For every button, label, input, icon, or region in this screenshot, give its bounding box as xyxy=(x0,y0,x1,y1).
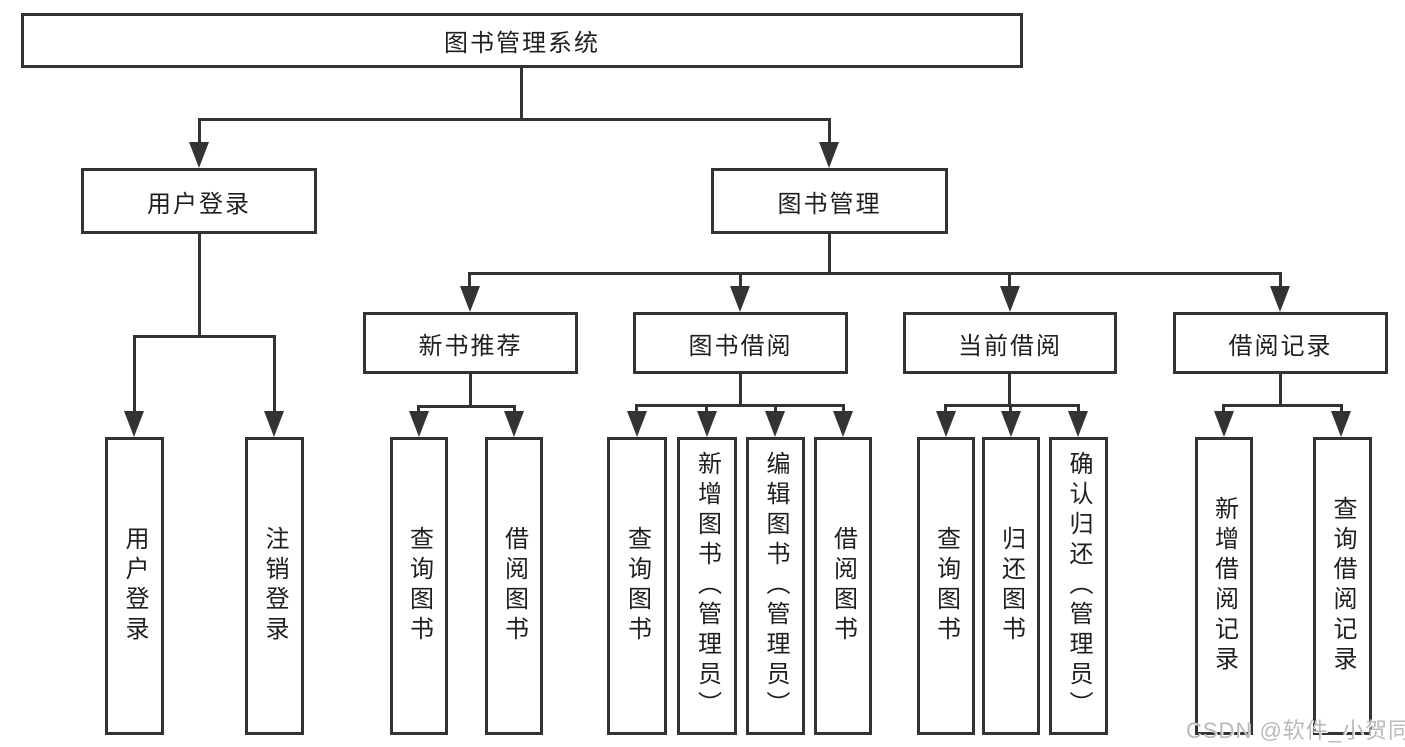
arrowhead-down-icon xyxy=(697,411,717,437)
node-book-management: 图书管理 xyxy=(711,168,948,234)
node-new-book-recommend: 新书推荐 xyxy=(363,312,578,374)
node-add-borrow-record: 新增借阅记录 xyxy=(1195,437,1253,735)
connector-new-book-rail xyxy=(417,405,516,408)
connector-borrow-records-rail xyxy=(1222,404,1343,407)
node-logout: 注销登录 xyxy=(245,437,304,735)
connector-borrow-records-stem xyxy=(1279,374,1282,407)
arrowhead-down-icon xyxy=(1331,411,1351,437)
arrowhead-down-icon xyxy=(504,411,524,437)
connector-drop-user-login xyxy=(198,118,201,146)
connector-drop-logout-leaf xyxy=(273,335,276,415)
node-current-borrowing: 当前借阅 xyxy=(903,312,1117,374)
connector-drop xyxy=(1340,404,1343,415)
node-borrow-records: 借阅记录 xyxy=(1173,312,1388,374)
node-borrow-books-borrowing: 借阅图书 xyxy=(814,437,872,735)
arrowhead-down-icon xyxy=(1270,286,1290,312)
connector-level2-rail xyxy=(198,118,831,121)
connector-drop xyxy=(1009,404,1012,415)
connector-drop xyxy=(842,404,845,415)
connector-drop-book-management xyxy=(828,118,831,146)
node-edit-books-admin: 编辑图书（管理员） xyxy=(746,437,805,735)
node-user-login-leaf: 用户登录 xyxy=(105,437,164,735)
arrowhead-down-icon xyxy=(627,411,647,437)
node-library-management-system: 图书管理系统 xyxy=(21,13,1023,68)
arrowhead-down-icon xyxy=(264,411,284,437)
connector-drop xyxy=(1077,404,1080,415)
connector-new-book-stem xyxy=(469,374,472,408)
connector-drop xyxy=(705,404,708,415)
node-confirm-return-admin: 确认归还（管理员） xyxy=(1049,437,1108,735)
arrowhead-down-icon xyxy=(1001,411,1021,437)
arrowhead-down-icon xyxy=(189,142,209,168)
connector-book-borrowing-stem xyxy=(739,374,742,407)
node-borrow-books-newbook: 借阅图书 xyxy=(485,437,543,735)
node-query-books-current: 查询图书 xyxy=(917,437,975,735)
arrowhead-down-icon xyxy=(460,286,480,312)
connector-book-borrowing-rail xyxy=(635,404,845,407)
arrowhead-down-icon xyxy=(124,411,144,437)
node-query-books-borrowing: 查询图书 xyxy=(607,437,667,735)
arrowhead-down-icon xyxy=(819,142,839,168)
arrowhead-down-icon xyxy=(936,411,956,437)
connector-drop-borrow-records xyxy=(1279,272,1282,290)
arrowhead-down-icon xyxy=(730,286,750,312)
connector-user-login-stem xyxy=(198,234,201,337)
connector-current-borrowing-stem xyxy=(1008,374,1011,407)
connector-root-stem xyxy=(520,68,523,121)
arrowhead-down-icon xyxy=(833,411,853,437)
connector-user-login-rail xyxy=(133,335,276,338)
csdn-watermark: CSDN @软件_小贺同学 xyxy=(1186,718,1405,743)
connector-drop-login-leaf xyxy=(133,335,136,415)
arrowhead-down-icon xyxy=(1000,286,1020,312)
connector-current-borrowing-rail xyxy=(944,404,1080,407)
arrowhead-down-icon xyxy=(1214,411,1234,437)
arrowhead-down-icon xyxy=(765,411,785,437)
connector-drop xyxy=(1222,404,1225,415)
connector-drop xyxy=(635,404,638,415)
connector-drop-current-borrowing xyxy=(1008,272,1011,290)
node-book-borrowing: 图书借阅 xyxy=(633,312,848,374)
node-query-borrow-record: 查询借阅记录 xyxy=(1313,437,1372,735)
connector-book-management-stem xyxy=(828,234,831,274)
arrowhead-down-icon xyxy=(1068,411,1088,437)
connector-drop-book-borrowing xyxy=(739,272,742,290)
node-add-books-admin: 新增图书（管理员） xyxy=(677,437,737,735)
node-query-books-newbook: 查询图书 xyxy=(390,437,448,735)
connector-level3-rail xyxy=(469,272,1282,275)
node-return-books: 归还图书 xyxy=(982,437,1040,735)
connector-drop xyxy=(944,404,947,415)
node-user-login: 用户登录 xyxy=(81,168,317,234)
connector-drop xyxy=(513,405,516,415)
connector-drop-new-book xyxy=(468,272,471,290)
connector-drop xyxy=(774,404,777,415)
connector-drop xyxy=(417,405,420,415)
arrowhead-down-icon xyxy=(409,411,429,437)
